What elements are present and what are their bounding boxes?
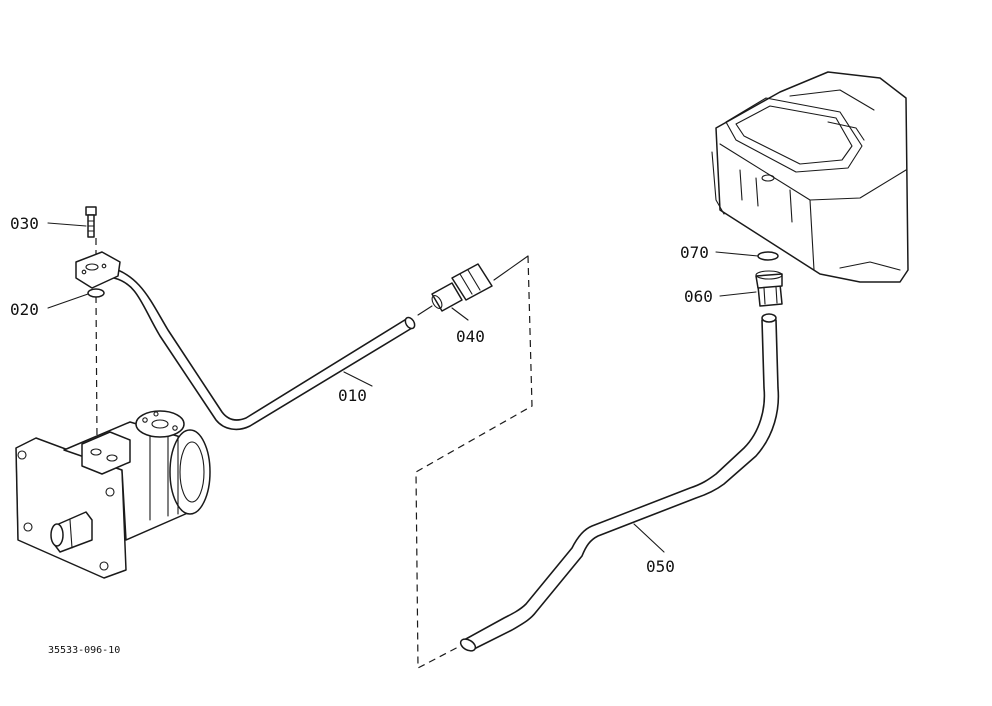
label-020: 020: [10, 300, 39, 319]
label-030: 030: [10, 214, 39, 233]
o-ring-070: [757, 251, 779, 261]
label-010: 010: [338, 386, 367, 405]
leader-lines: [47, 222, 759, 553]
assembly-line-motor: [95, 238, 98, 441]
label-040: 040: [456, 327, 485, 346]
label-070: 070: [680, 243, 709, 262]
hydraulic-motor: [15, 410, 211, 579]
label-050: 050: [646, 557, 675, 576]
hydraulic-tank: [711, 71, 909, 283]
o-ring-020: [87, 288, 105, 298]
connector-040: [417, 255, 529, 316]
drawing-code: 35533-096-10: [48, 645, 120, 656]
assembly-line-040-050: [415, 255, 533, 669]
fitting-060: [755, 270, 783, 307]
pipe-050: [459, 313, 780, 652]
bolt-030: [85, 206, 97, 238]
pipe-010: [75, 251, 416, 431]
label-060: 060: [684, 287, 713, 306]
